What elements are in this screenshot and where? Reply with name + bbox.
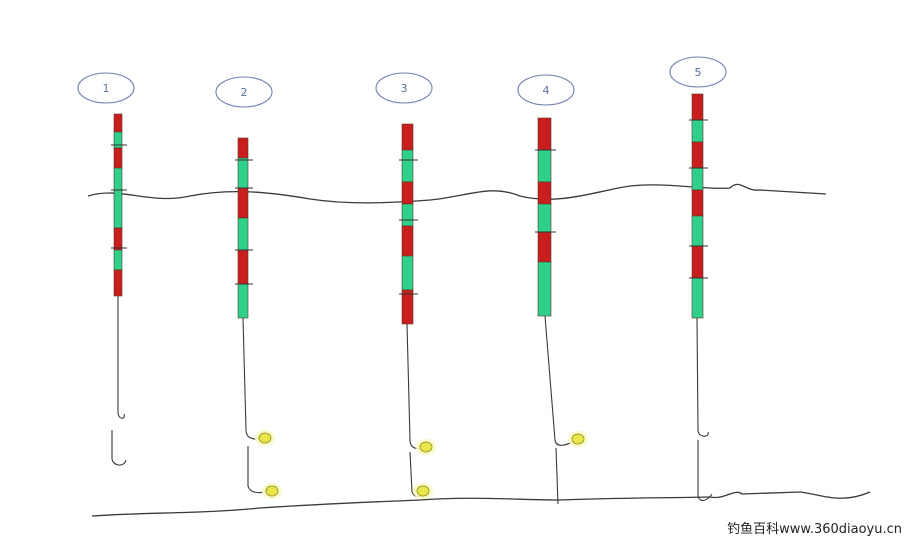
float-3-label-circle <box>375 72 433 104</box>
float-3-bait-1 <box>419 441 433 453</box>
float-1-segment-8 <box>113 269 123 297</box>
float-5-segment-1 <box>691 93 704 121</box>
float-1-segment-2 <box>113 131 123 149</box>
float-1-fishing-line <box>111 296 127 466</box>
float-2-bait-2 <box>265 485 279 497</box>
float-5-label: 5 <box>695 66 702 79</box>
float-2-segment-1 <box>237 137 249 159</box>
float-5-segment-5 <box>691 189 704 217</box>
float-3-fishing-line <box>406 323 427 498</box>
float-2-segment-4 <box>237 217 249 251</box>
float-4-segment-6 <box>537 261 552 317</box>
float-4-label-circle <box>517 74 575 106</box>
float-1-segment-4 <box>113 167 123 191</box>
watermark: 钓鱼百科www.360diaoyu.cn <box>723 517 906 538</box>
float-1-label: 1 <box>103 82 110 95</box>
float-5-segment-7 <box>691 245 704 279</box>
float-4-label: 4 <box>543 84 550 97</box>
float-5-segment-2 <box>691 119 704 143</box>
float-5-segment-3 <box>691 141 704 169</box>
float-2-segment-2 <box>237 157 249 189</box>
float-5-segment-6 <box>691 215 704 247</box>
float-4-segment-5 <box>537 231 552 263</box>
float-3-segment-6 <box>401 255 414 291</box>
float-4-fishing-line <box>544 315 577 505</box>
float-4-bait-1 <box>571 433 585 445</box>
float-1-segment-7 <box>113 249 123 271</box>
float-3-segment-3 <box>401 181 414 205</box>
lake-bottom-line <box>91 491 871 517</box>
float-3-segment-4 <box>401 203 414 227</box>
float-3-label: 3 <box>401 82 408 95</box>
float-4-segment-3 <box>537 181 552 205</box>
float-2-segment-6 <box>237 283 249 319</box>
float-3-segment-7 <box>401 289 414 325</box>
float-4-segment-1 <box>537 117 552 151</box>
water-surface-line <box>87 183 827 204</box>
float-2-fishing-line <box>242 317 271 494</box>
float-5-label-circle <box>669 56 727 88</box>
float-1-label-circle <box>77 72 135 104</box>
float-1-segment-3 <box>113 147 123 169</box>
float-5-segment-4 <box>691 167 704 191</box>
float-5-fishing-line <box>696 317 713 502</box>
float-2-segment-3 <box>237 187 249 219</box>
float-2-segment-5 <box>237 249 249 285</box>
float-2-label-circle <box>215 76 273 108</box>
float-5-segment-8 <box>691 277 704 319</box>
float-3-segment-5 <box>401 225 414 257</box>
float-2-label: 2 <box>241 86 248 99</box>
float-1-segment-1 <box>113 113 123 133</box>
float-3-segment-2 <box>401 149 414 183</box>
float-4-segment-4 <box>537 203 552 233</box>
float-3-bait-2 <box>416 485 430 497</box>
float-1-segment-5 <box>113 189 123 229</box>
float-4-segment-2 <box>537 149 552 183</box>
float-2-bait-1 <box>258 432 272 444</box>
float-3-segment-1 <box>401 123 414 151</box>
float-1-segment-6 <box>113 227 123 251</box>
